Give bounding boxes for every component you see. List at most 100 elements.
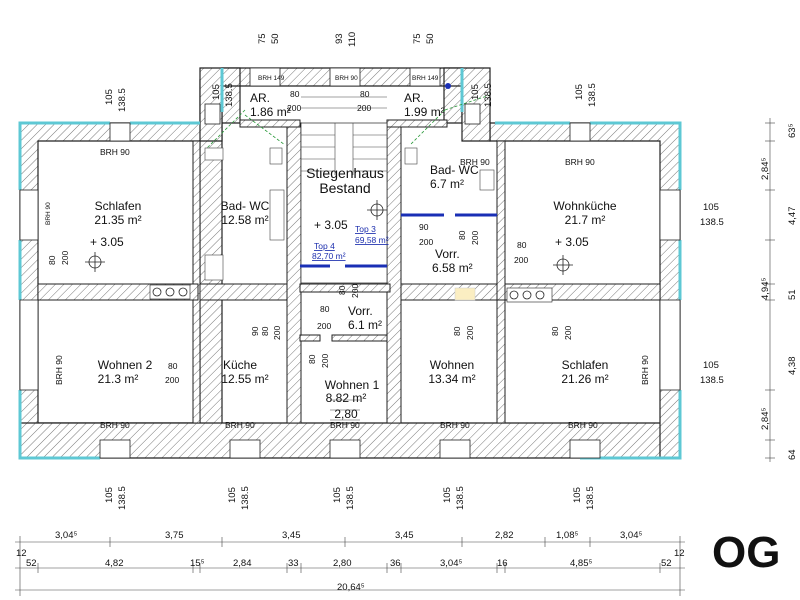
- room-vorr-1-name: Vorr.: [348, 304, 373, 318]
- room-stiegenhaus-name: Stiegenhaus: [306, 165, 384, 181]
- door-width: 80: [290, 89, 300, 99]
- dim-value: 12: [16, 548, 27, 559]
- door-height: 200: [470, 231, 480, 245]
- window-dim: 75: [257, 33, 268, 44]
- window-dim: 50: [270, 33, 281, 44]
- dim-value: 3,45: [282, 530, 301, 541]
- room-ar-1-area: 1.86 m²: [250, 105, 291, 119]
- fixtures: [149, 147, 553, 303]
- brh-label: BRH 90: [565, 157, 595, 167]
- door-height: 200: [317, 321, 331, 331]
- dim-value: 2,80: [333, 558, 352, 569]
- room-stiegenhaus-name2: Bestand: [319, 180, 370, 196]
- window-dim: 105: [211, 84, 222, 100]
- floor-label: OG: [712, 528, 780, 577]
- unit-top-4-name: Top 4: [314, 241, 335, 251]
- level-markers: [85, 200, 573, 275]
- dim-value: 4,82: [105, 558, 124, 569]
- room-schlafen-1-name: Schlafen: [95, 199, 142, 213]
- level-wohnkueche: + 3.05: [555, 235, 589, 249]
- window-dim: 110: [347, 32, 358, 47]
- brh-label: BRH 90: [100, 147, 130, 157]
- door-labels: 80 200 80 200 80 200 80 200 80 200 80 20…: [47, 89, 573, 385]
- door-width: 90: [419, 222, 429, 232]
- window-dim: 105: [703, 360, 719, 371]
- room-schlafen-2-area: 21.26 m²: [561, 372, 608, 386]
- room-ar-1-name: AR.: [250, 91, 270, 105]
- door-height: 200: [272, 326, 282, 340]
- window-dim: 138.5: [455, 486, 466, 510]
- window-dim: 105: [442, 487, 453, 503]
- window-dim: 105: [104, 89, 115, 105]
- brh-small-label: BRH 149: [258, 75, 285, 82]
- unit-boundaries: [300, 83, 497, 268]
- room-labels: Schlafen 21.35 m² + 3.05 Bad- WC 12.58 m…: [90, 91, 617, 421]
- brh-label: BRH 90: [568, 420, 598, 430]
- dim-value: 4,47: [787, 207, 798, 226]
- door-height: 200: [60, 251, 70, 265]
- dim-value: 4,38: [787, 357, 798, 376]
- interior-walls: [37, 119, 661, 424]
- room-wohnen-area: 13.34 m²: [428, 372, 475, 386]
- dim-total: 20,64⁵: [337, 582, 365, 593]
- window-dim: 138.5: [117, 486, 128, 510]
- dim-value: 2,84⁵: [760, 408, 771, 430]
- window-dim: 138.5: [345, 486, 356, 510]
- room-ar-2-area: 1.99 m²: [404, 105, 445, 119]
- window-dim: 138.5: [117, 88, 128, 112]
- window-dim: 105: [332, 487, 343, 503]
- room-wohnkueche-area: 21.7 m²: [565, 213, 606, 227]
- door-height: 200: [357, 103, 371, 113]
- dimension-chain-bottom: 3,04⁵ 3,75 3,45 3,45 2,82 1,08⁵ 3,04⁵ 12…: [15, 530, 685, 596]
- door-height: 200: [350, 284, 360, 298]
- dim-value: 3,04⁵: [620, 530, 642, 541]
- door-height: 200: [165, 375, 179, 385]
- window-dim: 138.5: [700, 375, 724, 386]
- window-dims-top: 105 138.5 75 50 93 110 75 50 105 138.5 1…: [104, 32, 598, 112]
- dim-value: 3,04⁵: [440, 558, 462, 569]
- brh-small-label: BRH 149: [412, 75, 439, 82]
- door-width: 80: [360, 89, 370, 99]
- window-dim: 75: [412, 33, 423, 44]
- dim-value: 33: [288, 558, 299, 569]
- door-height: 200: [563, 326, 573, 340]
- door-width: 80: [307, 354, 317, 364]
- dim-value: 52: [26, 558, 37, 569]
- door-width: 80: [452, 326, 462, 336]
- room-kueche-name: Küche: [223, 358, 257, 372]
- door-width: 80: [47, 255, 57, 265]
- level-schlafen-1: + 3.05: [90, 235, 124, 249]
- room-schlafen-2-name: Schlafen: [562, 358, 609, 372]
- unit-top-4-area: 82,70 m²: [312, 251, 346, 261]
- room-wohnen-1-extra: 2,80: [334, 407, 358, 421]
- window-dim: 138.5: [483, 83, 494, 107]
- dim-value: 1,08⁵: [556, 530, 578, 541]
- door-height: 200: [287, 103, 301, 113]
- door-height: 200: [514, 255, 528, 265]
- door-width: 90: [250, 326, 260, 336]
- insulation-lines: [18, 68, 682, 460]
- brh-labels: BRH 90 BRH 90 BRH 90 BRH 90 BRH 90 BRH 9…: [45, 75, 650, 430]
- room-wohnen-2-name: Wohnen 2: [98, 358, 153, 372]
- dim-value: 3,75: [165, 530, 184, 541]
- brh-label: BRH 90: [440, 420, 470, 430]
- door-width: 80: [517, 240, 527, 250]
- room-wohnen-1-area: 8.82 m²: [326, 391, 367, 405]
- brh-label: BRH 90: [45, 202, 52, 225]
- door-width: 80: [320, 304, 330, 314]
- staircase: [300, 96, 388, 421]
- window-dim: 105: [470, 84, 481, 100]
- door-width: 80: [337, 285, 347, 295]
- room-vorr-2-name: Vorr.: [435, 247, 460, 261]
- door-width: 80: [550, 326, 560, 336]
- window-dim: 105: [703, 202, 719, 213]
- dim-value: 2,82: [495, 530, 514, 541]
- brh-label: BRH 90: [225, 420, 255, 430]
- room-bad-wc-2-name: Bad- WC: [430, 163, 479, 177]
- room-vorr-1-area: 6.1 m²: [348, 318, 382, 332]
- window-dim: 105: [227, 487, 238, 503]
- door-width: 80: [168, 361, 178, 371]
- windows: [19, 67, 681, 459]
- room-wohnen-name: Wohnen: [430, 358, 474, 372]
